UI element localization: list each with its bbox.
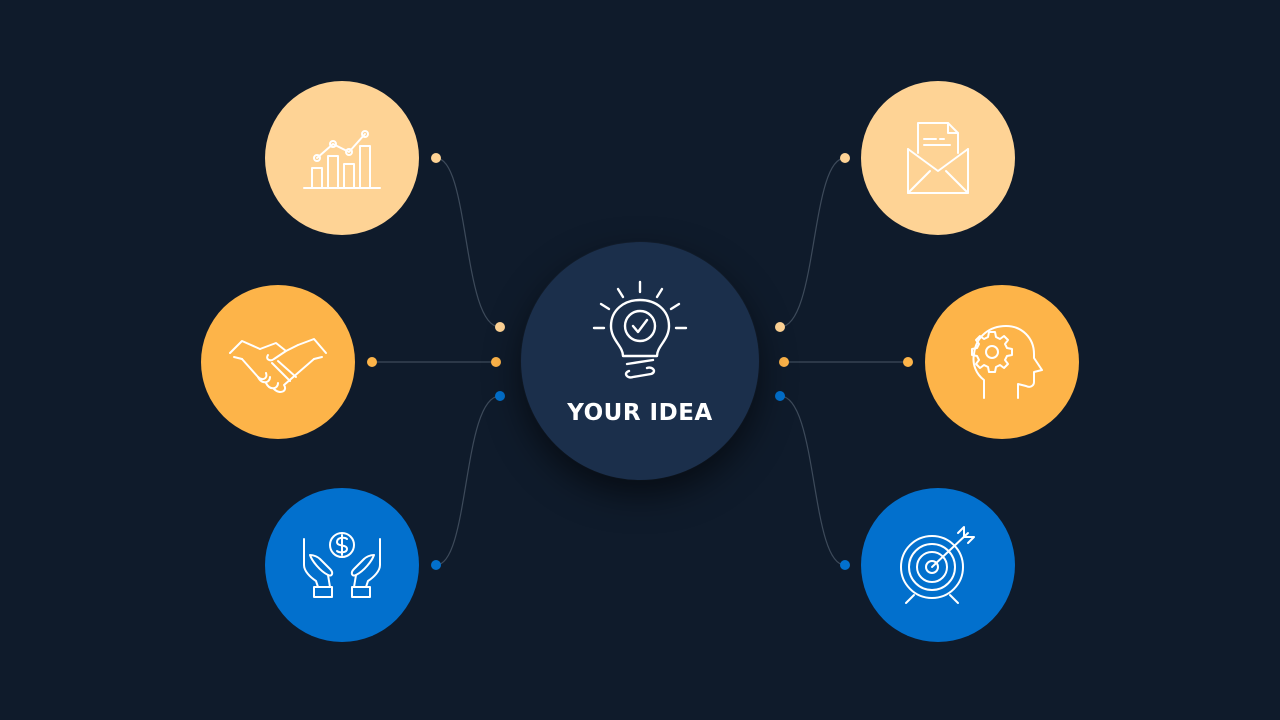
connector-goal [779, 395, 846, 566]
connector-funding [435, 395, 501, 566]
node-goal [861, 488, 1015, 642]
dot-analytics-outer [431, 153, 441, 163]
dot-goal-inner [775, 391, 785, 401]
dot-partnership-inner [491, 357, 501, 367]
handshake-icon [229, 338, 327, 393]
node-funding [265, 488, 419, 642]
node-analytics [265, 81, 419, 235]
envelope-document-icon [907, 122, 969, 194]
node-mail [861, 81, 1015, 235]
dot-thinking-inner [779, 357, 789, 367]
bar-chart-growth-icon [303, 130, 381, 189]
hands-dollar-icon [303, 532, 381, 598]
dot-mail-inner [775, 322, 785, 332]
dot-mail-outer [840, 153, 850, 163]
dot-analytics-inner [495, 322, 505, 332]
connector-mail [779, 157, 846, 328]
connector-analytics [435, 157, 501, 328]
dot-funding-inner [495, 391, 505, 401]
center-label: YOUR IDEA [567, 400, 713, 426]
dot-funding-outer [431, 560, 441, 570]
node-thinking [925, 285, 1079, 439]
dot-partnership-outer [367, 357, 377, 367]
node-partnership [201, 285, 355, 439]
head-gear-icon [971, 325, 1043, 399]
dot-thinking-outer [903, 357, 913, 367]
target-arrow-icon [900, 526, 975, 604]
lightbulb-check-icon [592, 280, 688, 379]
dot-goal-outer [840, 560, 850, 570]
